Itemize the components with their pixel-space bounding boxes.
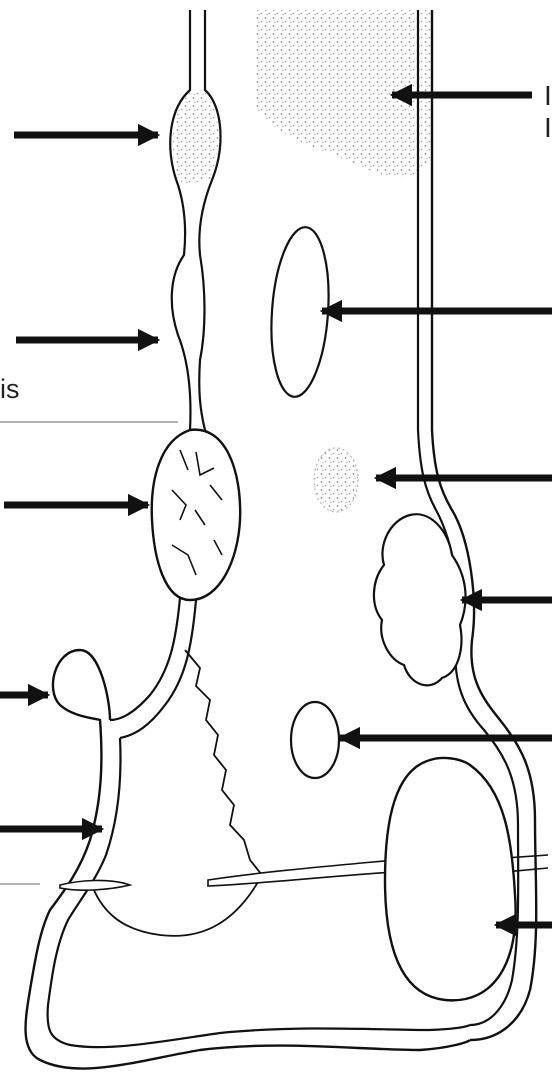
cortical-expansion-fill <box>173 92 219 185</box>
fuzzy-spot <box>314 448 358 512</box>
oval-cyst-lower <box>291 702 339 778</box>
right-label-fragment-2: I <box>544 112 552 144</box>
right-label-fragment-1: I <box>544 80 552 112</box>
left-cortex-inner <box>199 10 220 430</box>
left-cortex-outer <box>170 10 190 430</box>
left-label-fragment: is <box>0 374 20 405</box>
physis-line-right <box>208 860 406 886</box>
left-cortex-lower-inner <box>120 600 196 738</box>
lobulated-lesion <box>374 514 466 685</box>
large-epiphyseal-lesion <box>385 758 516 1000</box>
metaphyseal-lesion-margin <box>185 650 262 875</box>
left-cortex-lower-outer <box>110 598 180 720</box>
